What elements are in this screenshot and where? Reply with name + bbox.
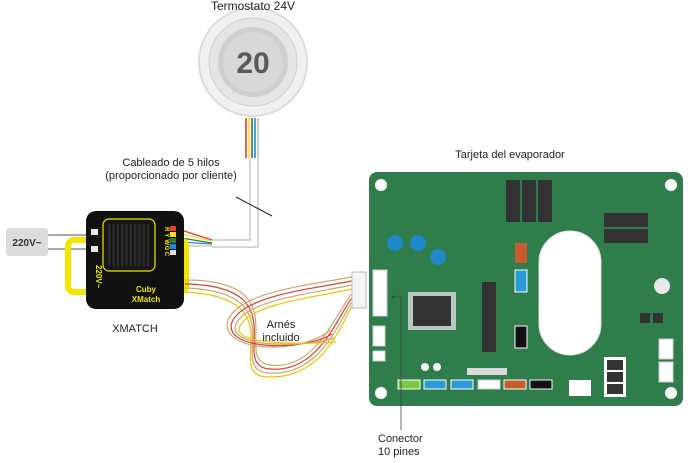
wiring-label-line1: Cableado de 5 hilos <box>122 157 220 169</box>
xmatch-brand-line1: Cuby <box>136 285 157 294</box>
heatsink-fin <box>142 224 145 266</box>
connector-leader <box>391 295 402 430</box>
wiring-label-line2: (proporcionado por cliente) <box>105 170 237 182</box>
heatsink-fin <box>129 224 133 266</box>
power-source: 220V~ <box>6 228 88 256</box>
thermostat-wires <box>245 118 259 158</box>
thermostat-display: 20 <box>236 47 269 80</box>
terminal-letter-c: C <box>163 252 169 257</box>
xmatch-label: XMATCH <box>112 323 158 335</box>
harness-cable <box>184 271 367 378</box>
heatsink-fin <box>133 224 137 266</box>
connector-label-line2: 10 pines <box>378 446 420 458</box>
connector-label-line1: Conector <box>378 433 423 445</box>
heatsink-fin <box>138 224 141 266</box>
xmatch-side-text: 220V~ <box>94 265 103 289</box>
xmatch-heatsink <box>108 224 150 266</box>
board-title: Tarjeta del evaporador <box>455 149 565 161</box>
terminal-letter-g: G <box>163 246 169 251</box>
thermostat: 20 <box>198 7 308 117</box>
terminal-letter-y: Y <box>163 233 169 237</box>
heatsink-fin <box>112 224 115 266</box>
terminal-letter-r: R <box>163 227 169 232</box>
harness-label-line1: Arnés <box>266 319 296 331</box>
thermostat-title: Termostato 24V <box>210 0 296 13</box>
xmatch-brand-line2: XMatch <box>132 295 161 304</box>
terminal-letter-w: W <box>163 239 169 245</box>
heatsink-fin <box>120 224 124 266</box>
harness-label-line2: incluido <box>262 332 300 344</box>
evaporator-board <box>369 172 683 406</box>
heatsink-fin <box>116 224 120 266</box>
heatsink-fin <box>146 224 150 266</box>
heatsink-fin <box>108 224 111 266</box>
power-label: 220V~ <box>12 238 41 249</box>
five-wire-cable <box>212 158 273 248</box>
heatsink-fin <box>125 224 128 266</box>
